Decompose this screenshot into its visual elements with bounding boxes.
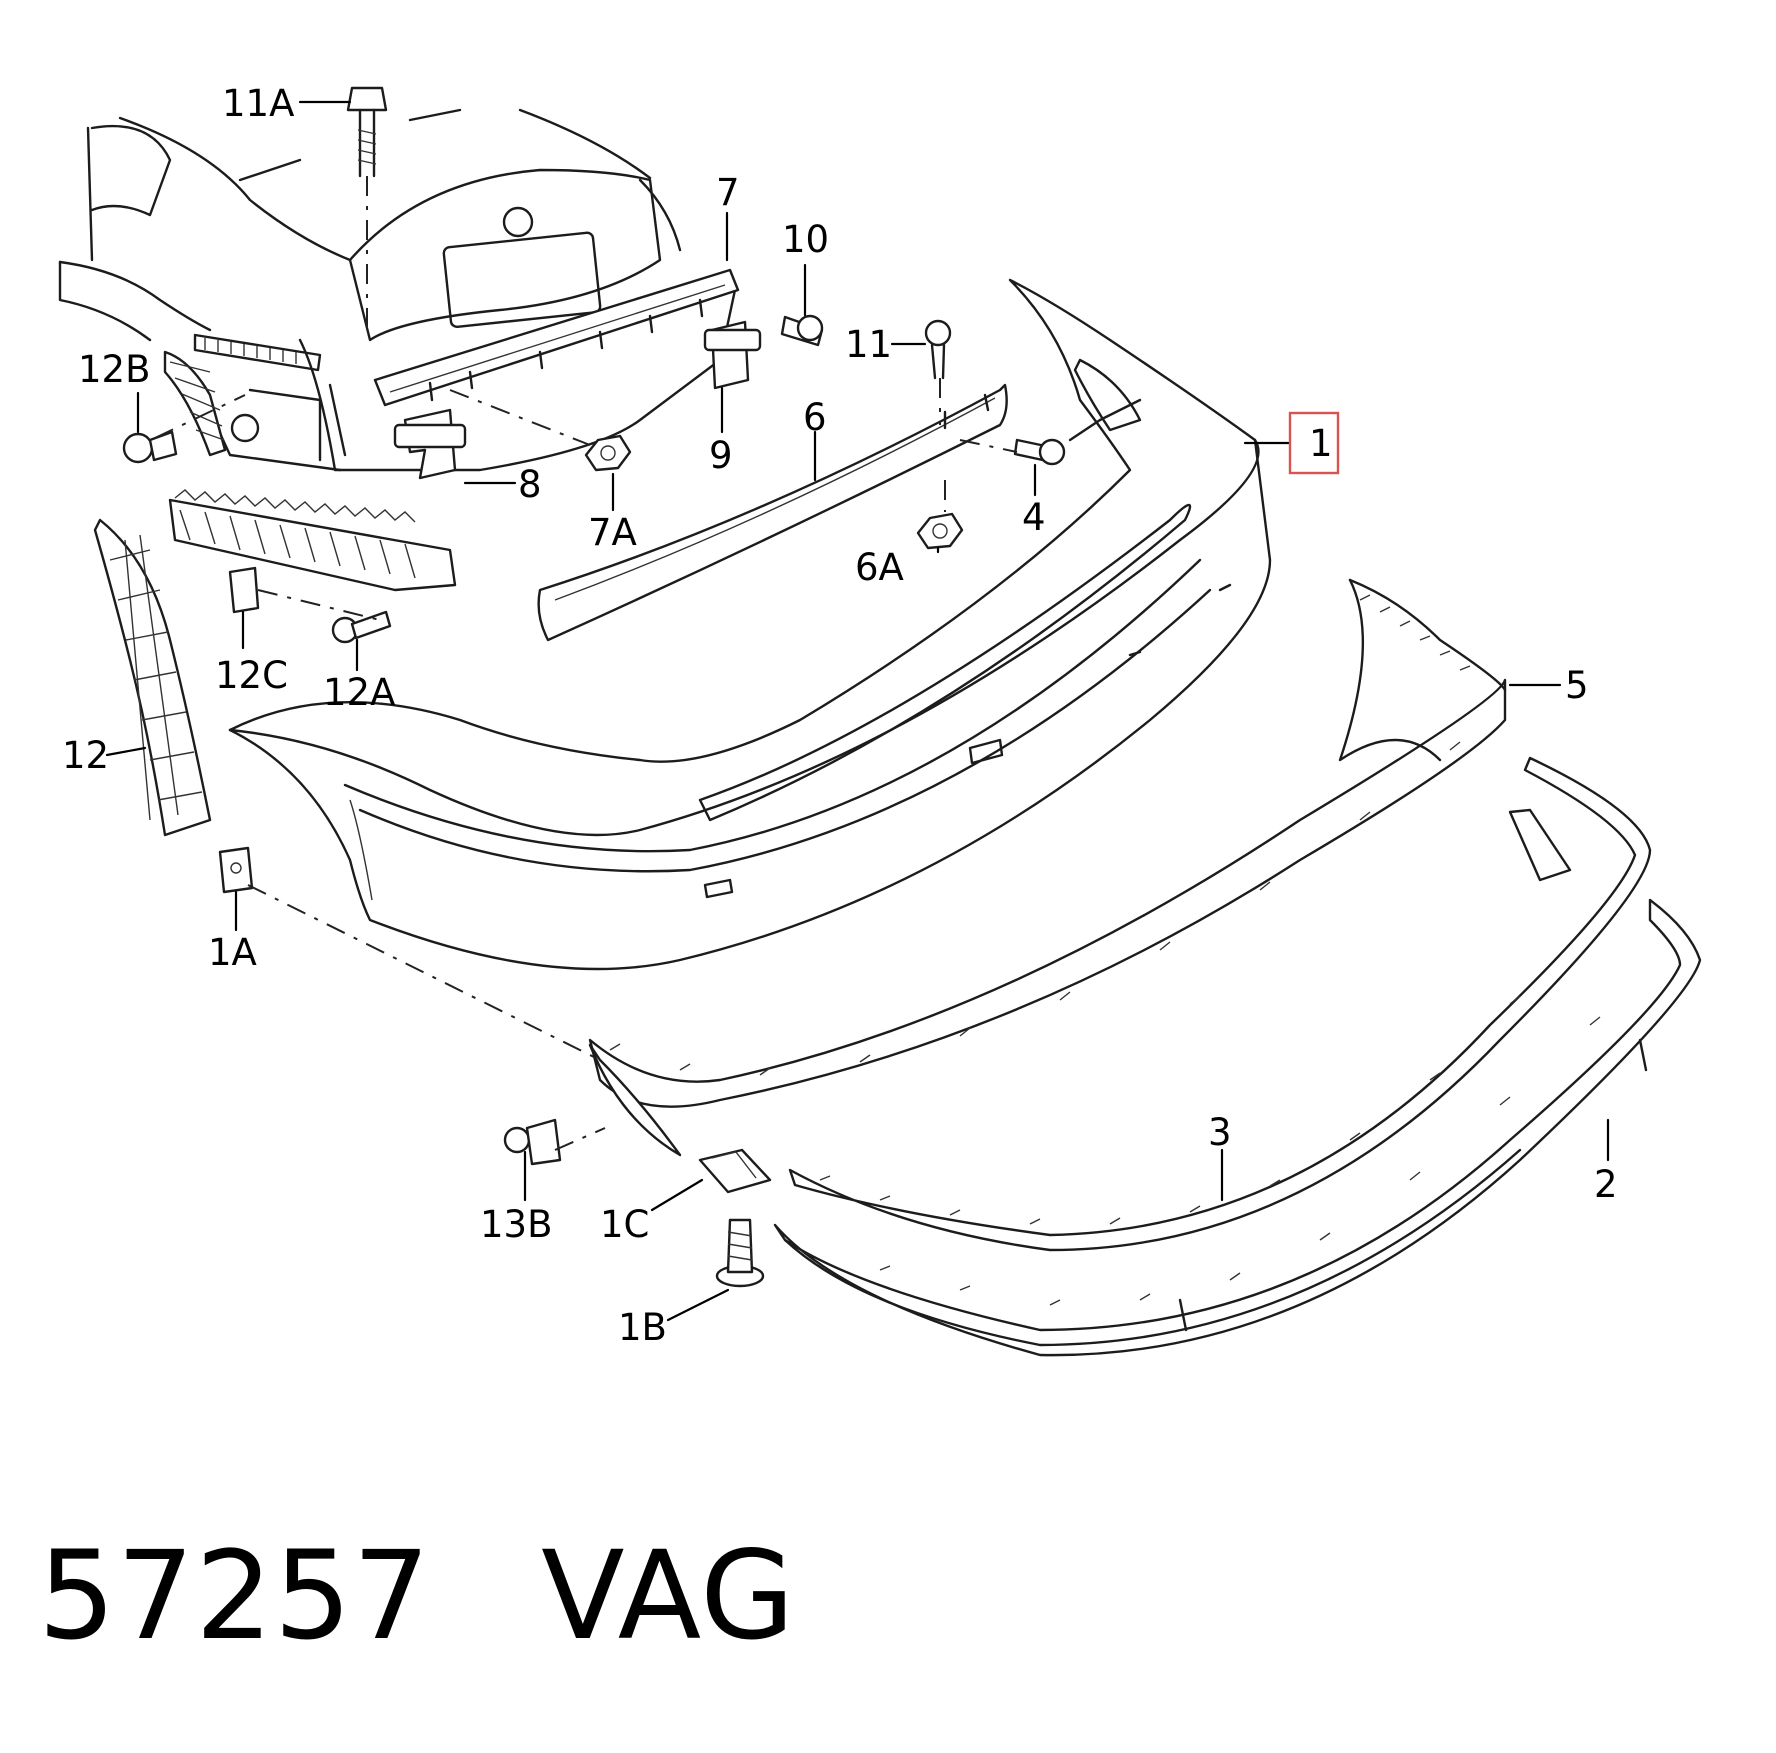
callout-11: 11: [845, 323, 892, 366]
fasteners: [122, 86, 1066, 1288]
side-guide-bracket: [93, 350, 457, 894]
callout-labels: 11A 12B 7 10 11 1 6 9 8 7A 4 6A 12C 12A …: [62, 82, 1618, 1349]
callout-5: 5: [1565, 664, 1589, 707]
callout-12C: 12C: [215, 654, 288, 697]
brand-name: VAG: [541, 1525, 796, 1667]
callout-7A: 7A: [588, 511, 637, 554]
lower-spoiler: [773, 898, 1702, 1357]
callout-1-highlight: [1288, 411, 1340, 475]
callout-11A: 11A: [222, 82, 294, 125]
callout-6: 6: [803, 396, 827, 439]
callout-12B: 12B: [78, 348, 150, 391]
callout-3: 3: [1208, 1111, 1232, 1154]
callout-4: 4: [1022, 496, 1046, 539]
callout-10: 10: [782, 218, 829, 261]
callout-1B: 1B: [618, 1306, 667, 1349]
alignment-lines: [154, 176, 1018, 1151]
callout-9: 9: [709, 434, 733, 477]
lower-trim-strip: [788, 756, 1652, 1252]
part-number: 57257: [38, 1525, 432, 1667]
callout-8: 8: [518, 463, 542, 506]
callout-1A: 1A: [208, 931, 257, 974]
callout-7: 7: [716, 171, 740, 214]
callout-13B: 13B: [480, 1203, 552, 1246]
upper-trim-strip: [537, 383, 1008, 642]
bumper-carrier: [373, 268, 762, 480]
callout-2: 2: [1594, 1163, 1618, 1206]
inner-guide: [588, 578, 1507, 1157]
callout-leaders: [105, 100, 1610, 1322]
car-body-rear: [58, 108, 737, 472]
callout-1C: 1C: [600, 1203, 649, 1246]
bumper-cover: [228, 278, 1272, 971]
callout-6A: 6A: [855, 546, 904, 589]
callout-12: 12: [62, 734, 109, 777]
callout-1: 1: [1309, 422, 1333, 465]
callout-12A: 12A: [323, 671, 395, 714]
